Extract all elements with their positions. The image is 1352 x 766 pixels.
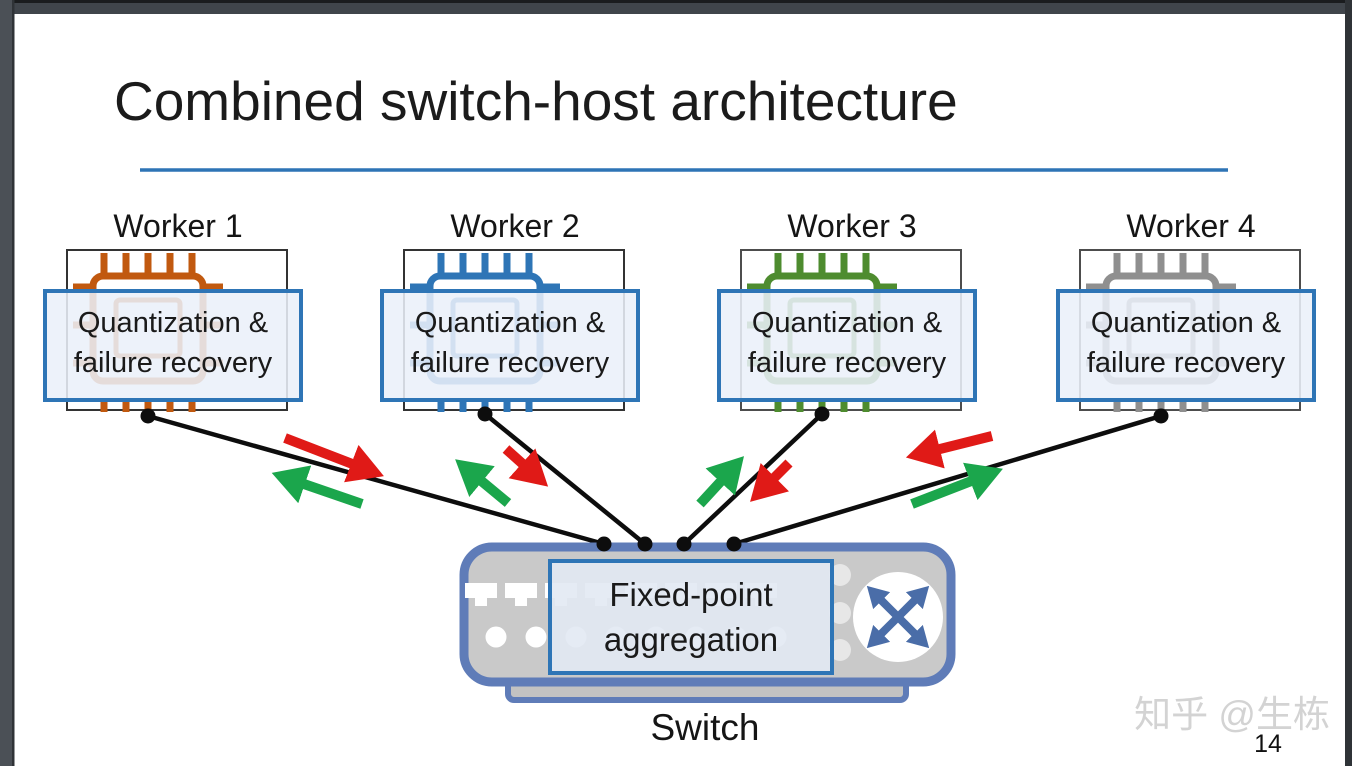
link-dot (1153, 408, 1169, 424)
switch-led-column (829, 564, 851, 661)
traffic-arrows (271, 429, 1003, 509)
link-dot (814, 406, 830, 422)
worker-group: Worker 4 Quantization & failure recovery (1056, 208, 1316, 412)
worker-label: Worker 2 (450, 208, 579, 244)
quantization-box (380, 289, 640, 402)
downlink-arrow-green (910, 462, 1003, 509)
led-icon (829, 639, 851, 661)
page-title: Combined switch-host architecture (114, 70, 958, 132)
downlink-arrow-green (271, 465, 364, 509)
uplink-arrow-red (502, 445, 549, 487)
fixed-point-label-line2: aggregation (604, 621, 778, 658)
quantization-box (43, 289, 303, 402)
quantization-label-line1: Quantization & (1091, 307, 1281, 339)
window-frame-right (1345, 0, 1352, 766)
quantization-box (1056, 289, 1316, 402)
quantization-label-line1: Quantization & (78, 307, 268, 339)
crossed-arrows-icon (866, 585, 930, 649)
page-number: 14 (1254, 730, 1282, 758)
downlink-arrow-green (696, 456, 744, 508)
link-line (483, 412, 647, 546)
link-dot (477, 406, 493, 422)
window-frame-top (0, 0, 1352, 14)
worker-group: Worker 2 Quantization & failure recovery (380, 208, 640, 412)
link-endpoints (140, 406, 1169, 552)
window-frame-left-edge (12, 0, 15, 766)
window-frame-left (0, 0, 14, 766)
quantization-label-line2: failure recovery (74, 347, 273, 379)
quantization-label-line1: Quantization & (752, 307, 942, 339)
led-icon (829, 602, 851, 624)
worker-group: Worker 1 Quantization & failure recovery (43, 208, 303, 412)
quantization-label-line2: failure recovery (748, 347, 947, 379)
quantization-box (717, 289, 977, 402)
switch-label: Switch (651, 707, 760, 748)
uplink-arrow-red (905, 429, 994, 469)
quantization-label-line1: Quantization & (415, 307, 605, 339)
fixed-point-aggregation-box (548, 559, 834, 675)
quantization-label-line2: failure recovery (411, 347, 610, 379)
worker-label: Worker 3 (787, 208, 916, 244)
link-dot (596, 536, 612, 552)
uplink-arrow-red (283, 433, 384, 483)
link-line (733, 413, 1162, 547)
link-dot (140, 408, 156, 424)
downlink-arrow-green (455, 459, 512, 507)
led-icon (525, 626, 547, 648)
link-dot (676, 536, 692, 552)
worker-label: Worker 4 (1126, 208, 1255, 244)
worker-group: Worker 3 Quantization & failure recovery (717, 208, 977, 412)
worker-label: Worker 1 (113, 208, 242, 244)
quantization-label-line2: failure recovery (1087, 347, 1286, 379)
fixed-point-label-line1: Fixed-point (609, 576, 772, 613)
watermark: 知乎 @生栋 (1134, 694, 1330, 735)
led-icon (829, 564, 851, 586)
link-dot (726, 536, 742, 552)
led-icon (485, 626, 507, 648)
link-dot (637, 536, 653, 552)
window-frame-top-edge (0, 0, 1352, 3)
uplink-arrow-red (750, 459, 793, 502)
